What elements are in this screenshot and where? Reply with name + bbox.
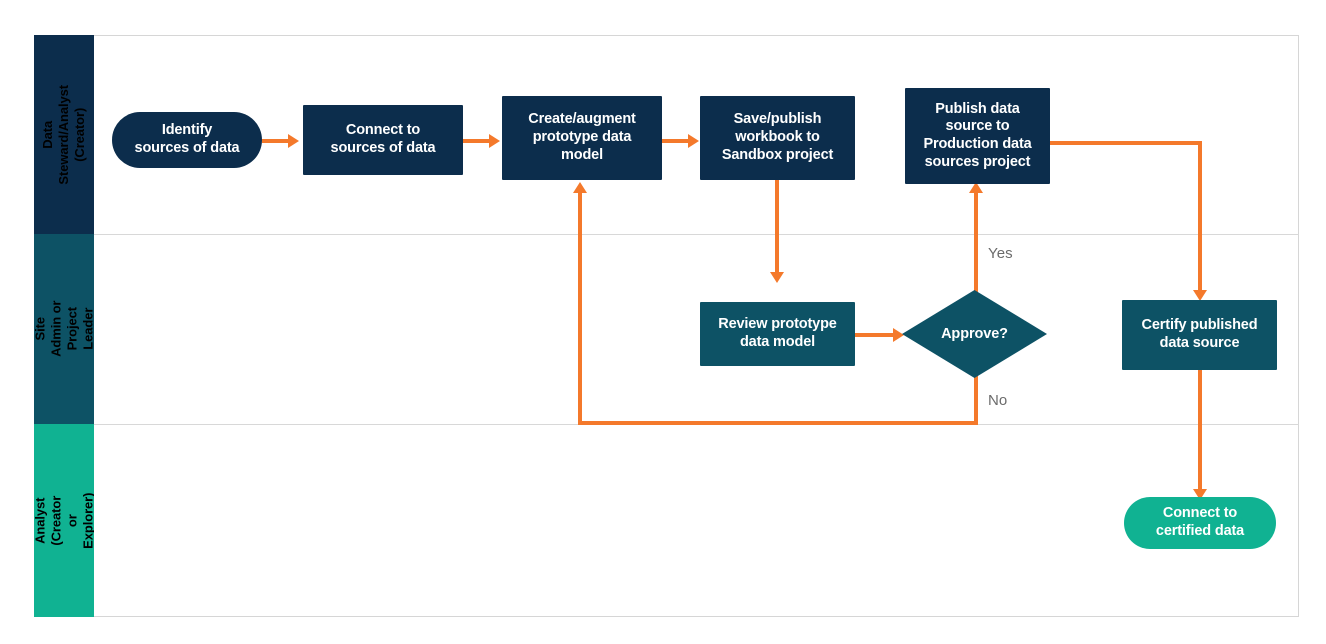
edge-identify-to-connect-arrow — [288, 134, 299, 148]
edge-connect-to-create-arrow — [489, 134, 500, 148]
edge-publish-to-certify-arrow — [1193, 290, 1207, 301]
edge-approve-yes-line — [974, 190, 978, 308]
edge-certify-to-connect-arrow — [1193, 489, 1207, 500]
edge-identify-to-connect-line — [262, 139, 290, 143]
node-connect-certified-data[interactable]: Connect to certified data — [1124, 497, 1276, 549]
lane-divider-1 — [94, 234, 1299, 235]
edge-create-to-save-arrow — [688, 134, 699, 148]
node-save-publish-workbook[interactable]: Save/publish workbook to Sandbox project — [700, 96, 855, 180]
edge-label-no: No — [988, 392, 1008, 409]
node-identify-sources[interactable]: Identify sources of data — [112, 112, 262, 168]
edge-label-yes: Yes — [988, 245, 1013, 262]
lane-header-site-admin: Site Admin or Project Leader — [34, 234, 94, 424]
edge-certify-to-connect-line — [1198, 370, 1202, 492]
edge-create-to-save-line — [662, 139, 690, 143]
edge-connect-to-create-line — [463, 139, 491, 143]
node-approve-decision-label: Approve? — [941, 326, 1008, 342]
diamond-shape — [902, 290, 1047, 378]
edge-approve-no-up — [578, 190, 582, 423]
lane-label-analyst: Analyst (Creator or Explorer) — [34, 492, 94, 549]
lane-label-site-admin: Site Admin or Project Leader — [34, 300, 94, 358]
edge-review-to-approve-line — [855, 333, 897, 337]
edge-publish-to-certify-horizontal — [1050, 141, 1202, 145]
edge-review-to-approve-arrow — [893, 328, 904, 342]
edge-publish-to-certify-vertical — [1198, 141, 1202, 293]
node-review-prototype-model[interactable]: Review prototype data model — [700, 302, 855, 366]
node-publish-data-source[interactable]: Publish data source to Production data s… — [905, 88, 1050, 184]
node-certify-published-source[interactable]: Certify published data source — [1122, 300, 1277, 370]
edge-approve-no-arrow — [573, 182, 587, 193]
node-connect-sources[interactable]: Connect to sources of data — [303, 105, 463, 175]
lane-header-analyst: Analyst (Creator or Explorer) — [34, 424, 94, 617]
edge-approve-no-left — [578, 421, 978, 425]
node-create-augment-model[interactable]: Create/augment prototype data model — [502, 96, 662, 180]
edge-save-to-review-line — [775, 180, 779, 275]
lane-header-data-steward: Data Steward/Analyst (Creator) — [34, 35, 94, 234]
edge-approve-no-down — [974, 375, 978, 425]
node-approve-decision[interactable]: Approve? — [902, 290, 1047, 378]
edge-save-to-review-arrow — [770, 272, 784, 283]
edge-approve-yes-arrow — [969, 182, 983, 193]
lane-label-data-steward: Data Steward/Analyst (Creator) — [40, 84, 87, 185]
